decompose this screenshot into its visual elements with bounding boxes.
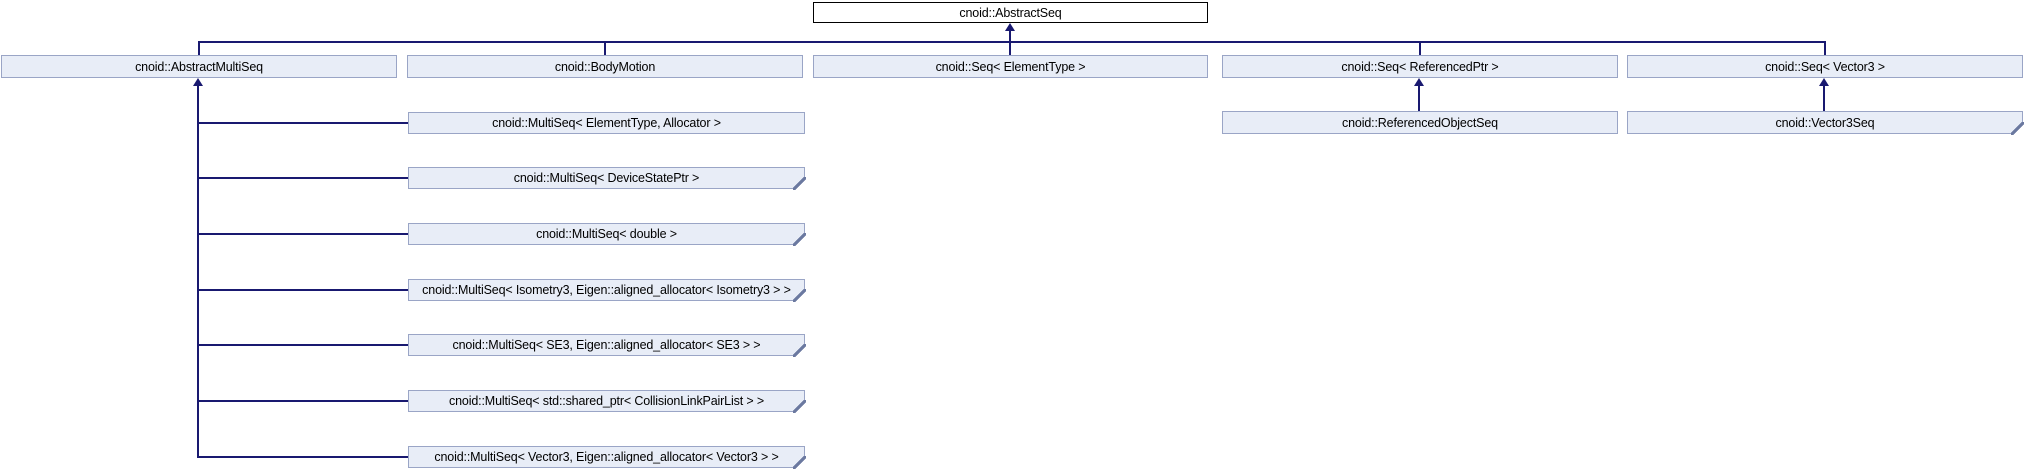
edge-line [1824, 41, 1826, 55]
truncated-fold-corner [792, 399, 806, 413]
node-cnoid-seq-referencedptr[interactable]: cnoid::Seq< ReferencedPtr > [1222, 55, 1618, 78]
truncated-fold-corner [792, 176, 806, 190]
node-cnoid-multiseq-devicestateptr[interactable]: cnoid::MultiSeq< DeviceStatePtr > [408, 167, 806, 190]
edge-line [197, 233, 408, 235]
node-label: cnoid::AbstractMultiSeq [135, 59, 263, 74]
edge-line [197, 177, 408, 179]
edge-line [197, 122, 408, 124]
node-label: cnoid::MultiSeq< SE3, Eigen::aligned_all… [452, 338, 761, 352]
truncated-fold-corner [792, 288, 806, 302]
edge-line [197, 289, 408, 291]
node-cnoid-bodymotion[interactable]: cnoid::BodyMotion [407, 55, 803, 78]
node-cnoid-vector3seq[interactable]: cnoid::Vector3Seq [1627, 111, 2024, 135]
node-cnoid-seq-vector3[interactable]: cnoid::Seq< Vector3 > [1627, 55, 2023, 78]
node-label: cnoid::Seq< ReferencedPtr > [1341, 59, 1499, 74]
truncated-fold-corner [792, 232, 806, 246]
edge-line [197, 86, 199, 458]
edge-line [197, 344, 408, 346]
node-cnoid-abstractseq: cnoid::AbstractSeq [813, 2, 1208, 23]
node-label: cnoid::MultiSeq< DeviceStatePtr > [513, 171, 700, 185]
node-cnoid-abstractmultiseq[interactable]: cnoid::AbstractMultiSeq [1, 55, 397, 78]
edge-line [1823, 86, 1825, 111]
node-label: cnoid::MultiSeq< std::shared_ptr< Collis… [449, 394, 764, 408]
edge-line [198, 41, 1826, 43]
inheritance-arrowhead [1414, 78, 1424, 86]
node-cnoid-multiseq-isometry3[interactable]: cnoid::MultiSeq< Isometry3, Eigen::align… [408, 279, 806, 302]
edge-line [1419, 41, 1421, 55]
node-label: cnoid::Seq< ElementType > [935, 59, 1086, 74]
truncated-fold-corner [792, 455, 806, 469]
edge-line [1009, 31, 1011, 55]
node-cnoid-multiseq-se3[interactable]: cnoid::MultiSeq< SE3, Eigen::aligned_all… [408, 334, 806, 357]
node-cnoid-referencedobjectseq[interactable]: cnoid::ReferencedObjectSeq [1222, 111, 1618, 134]
node-cnoid-multiseq-sharedptr-collisionlinkpairlist[interactable]: cnoid::MultiSeq< std::shared_ptr< Collis… [408, 390, 806, 413]
node-cnoid-multiseq-vector3[interactable]: cnoid::MultiSeq< Vector3, Eigen::aligned… [408, 446, 806, 469]
node-label: cnoid::Vector3Seq [1775, 115, 1875, 130]
inheritance-arrowhead [1819, 78, 1829, 86]
node-label: cnoid::MultiSeq< double > [536, 227, 677, 241]
edge-line [1418, 86, 1420, 111]
node-label: cnoid::Seq< Vector3 > [1765, 59, 1885, 74]
inheritance-arrowhead [1005, 23, 1015, 31]
node-label: cnoid::MultiSeq< ElementType, Allocator … [492, 116, 721, 130]
truncated-fold-corner [792, 343, 806, 357]
edge-line [197, 456, 408, 458]
node-label: cnoid::ReferencedObjectSeq [1342, 115, 1498, 130]
node-cnoid-seq-elementtype[interactable]: cnoid::Seq< ElementType > [813, 55, 1208, 78]
edge-line [197, 400, 408, 402]
inheritance-arrowhead [193, 78, 203, 86]
node-label: cnoid::MultiSeq< Isometry3, Eigen::align… [422, 283, 791, 297]
edge-line [604, 41, 606, 55]
truncated-fold-corner [2010, 121, 2024, 135]
edge-line [198, 41, 200, 55]
node-label: cnoid::AbstractSeq [959, 5, 1062, 20]
node-label: cnoid::BodyMotion [554, 59, 656, 74]
node-cnoid-multiseq-elementtype-allocator[interactable]: cnoid::MultiSeq< ElementType, Allocator … [408, 112, 805, 134]
node-cnoid-multiseq-double[interactable]: cnoid::MultiSeq< double > [408, 223, 806, 246]
node-label: cnoid::MultiSeq< Vector3, Eigen::aligned… [434, 450, 779, 464]
